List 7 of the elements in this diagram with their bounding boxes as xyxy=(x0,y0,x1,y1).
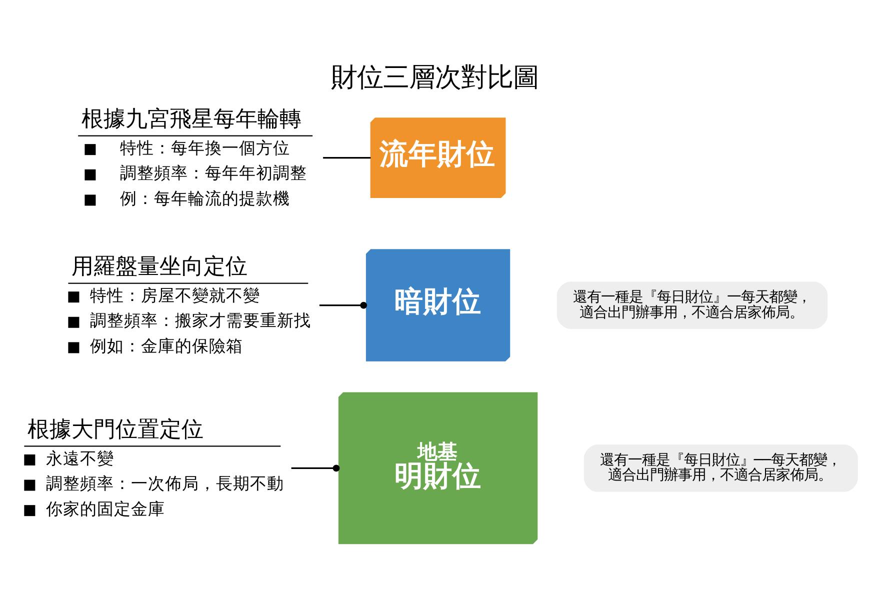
diagram-title: 財位三層次對比圖 xyxy=(331,62,539,93)
connector xyxy=(291,464,340,472)
connector xyxy=(319,302,368,309)
connector xyxy=(323,156,371,159)
node-label: 根據大門位置定位 xyxy=(27,417,204,442)
node-label: 用羅盤量坐向定位 xyxy=(72,254,248,280)
node-label: 根據九宮飛星每年輪轉 xyxy=(81,106,302,132)
